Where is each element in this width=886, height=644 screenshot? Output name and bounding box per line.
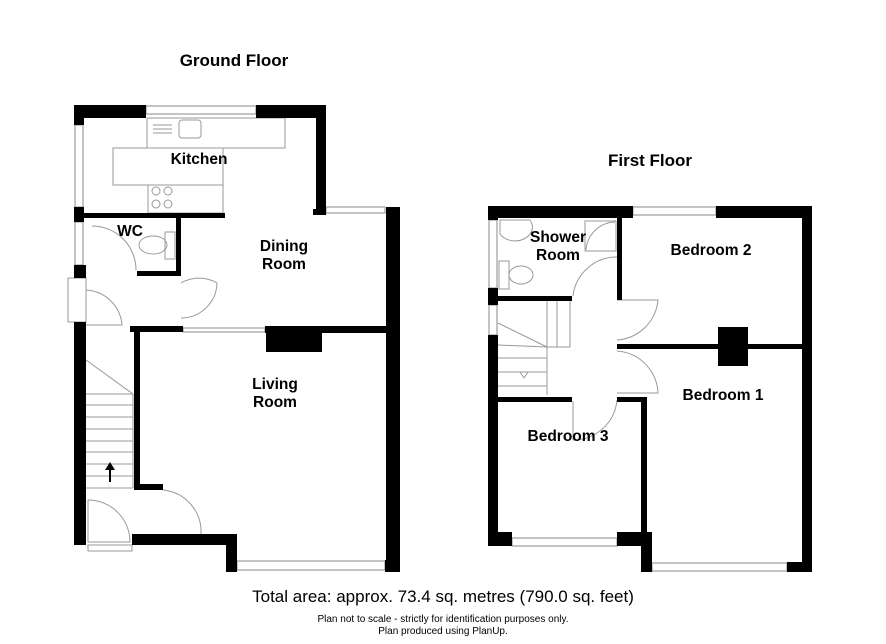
chimney-breast — [266, 330, 322, 352]
room-label-shower: Shower — [530, 229, 586, 246]
basin-icon — [499, 219, 533, 242]
room-label-bedroom-2: Bedroom 2 — [671, 242, 752, 259]
first-floor-walls — [488, 206, 812, 572]
toilet-icon — [138, 231, 176, 260]
ground-floor-plan: Ground Floor — [67, 51, 400, 572]
bedroom1-window — [651, 562, 788, 572]
shower-tray-icon — [584, 220, 617, 252]
kitchen-side-window — [74, 124, 84, 208]
plan-credit: Plan produced using PlanUp. — [378, 626, 508, 637]
room-label-bedroom-3: Bedroom 3 — [528, 428, 609, 445]
total-area: Total area: approx. 73.4 sq. metres (790… — [252, 587, 634, 606]
sink-icon — [153, 119, 202, 139]
room-label-bedroom-1: Bedroom 1 — [683, 387, 764, 404]
disclaimer: Plan not to scale - strictly for identif… — [317, 614, 569, 625]
bedroom2-window — [632, 206, 717, 216]
room-label-living-2: Room — [253, 394, 297, 411]
bedroom3-window — [511, 537, 618, 547]
up-arrow-icon — [105, 462, 115, 482]
room-label-living: Living — [252, 376, 298, 393]
first-floor-doors — [572, 256, 659, 441]
toilet-icon-first — [498, 260, 534, 290]
first-floor-staircase — [497, 301, 571, 395]
room-label-dining: Dining — [260, 238, 308, 255]
room-label-kitchen: Kitchen — [171, 151, 228, 168]
sliding-door — [182, 327, 266, 333]
ground-floor-title: Ground Floor — [180, 51, 289, 70]
room-label-wc: WC — [117, 223, 143, 240]
staircase — [85, 359, 134, 489]
first-floor-title: First Floor — [608, 151, 692, 170]
living-window — [236, 560, 386, 571]
dining-window — [325, 206, 386, 214]
kitchen-window — [145, 105, 257, 115]
wc-window — [74, 221, 84, 266]
first-floor-plan: First Floor — [488, 151, 812, 572]
doors — [67, 225, 218, 552]
shower-window — [488, 219, 498, 289]
hob-icon — [151, 186, 173, 209]
room-label-shower-2: Room — [536, 247, 580, 264]
kitchen-worktop — [112, 117, 286, 214]
landing-window — [488, 304, 498, 336]
room-label-dining-2: Room — [262, 256, 306, 273]
ground-floor-walls — [74, 105, 400, 572]
chimney-breast-first — [718, 327, 748, 366]
